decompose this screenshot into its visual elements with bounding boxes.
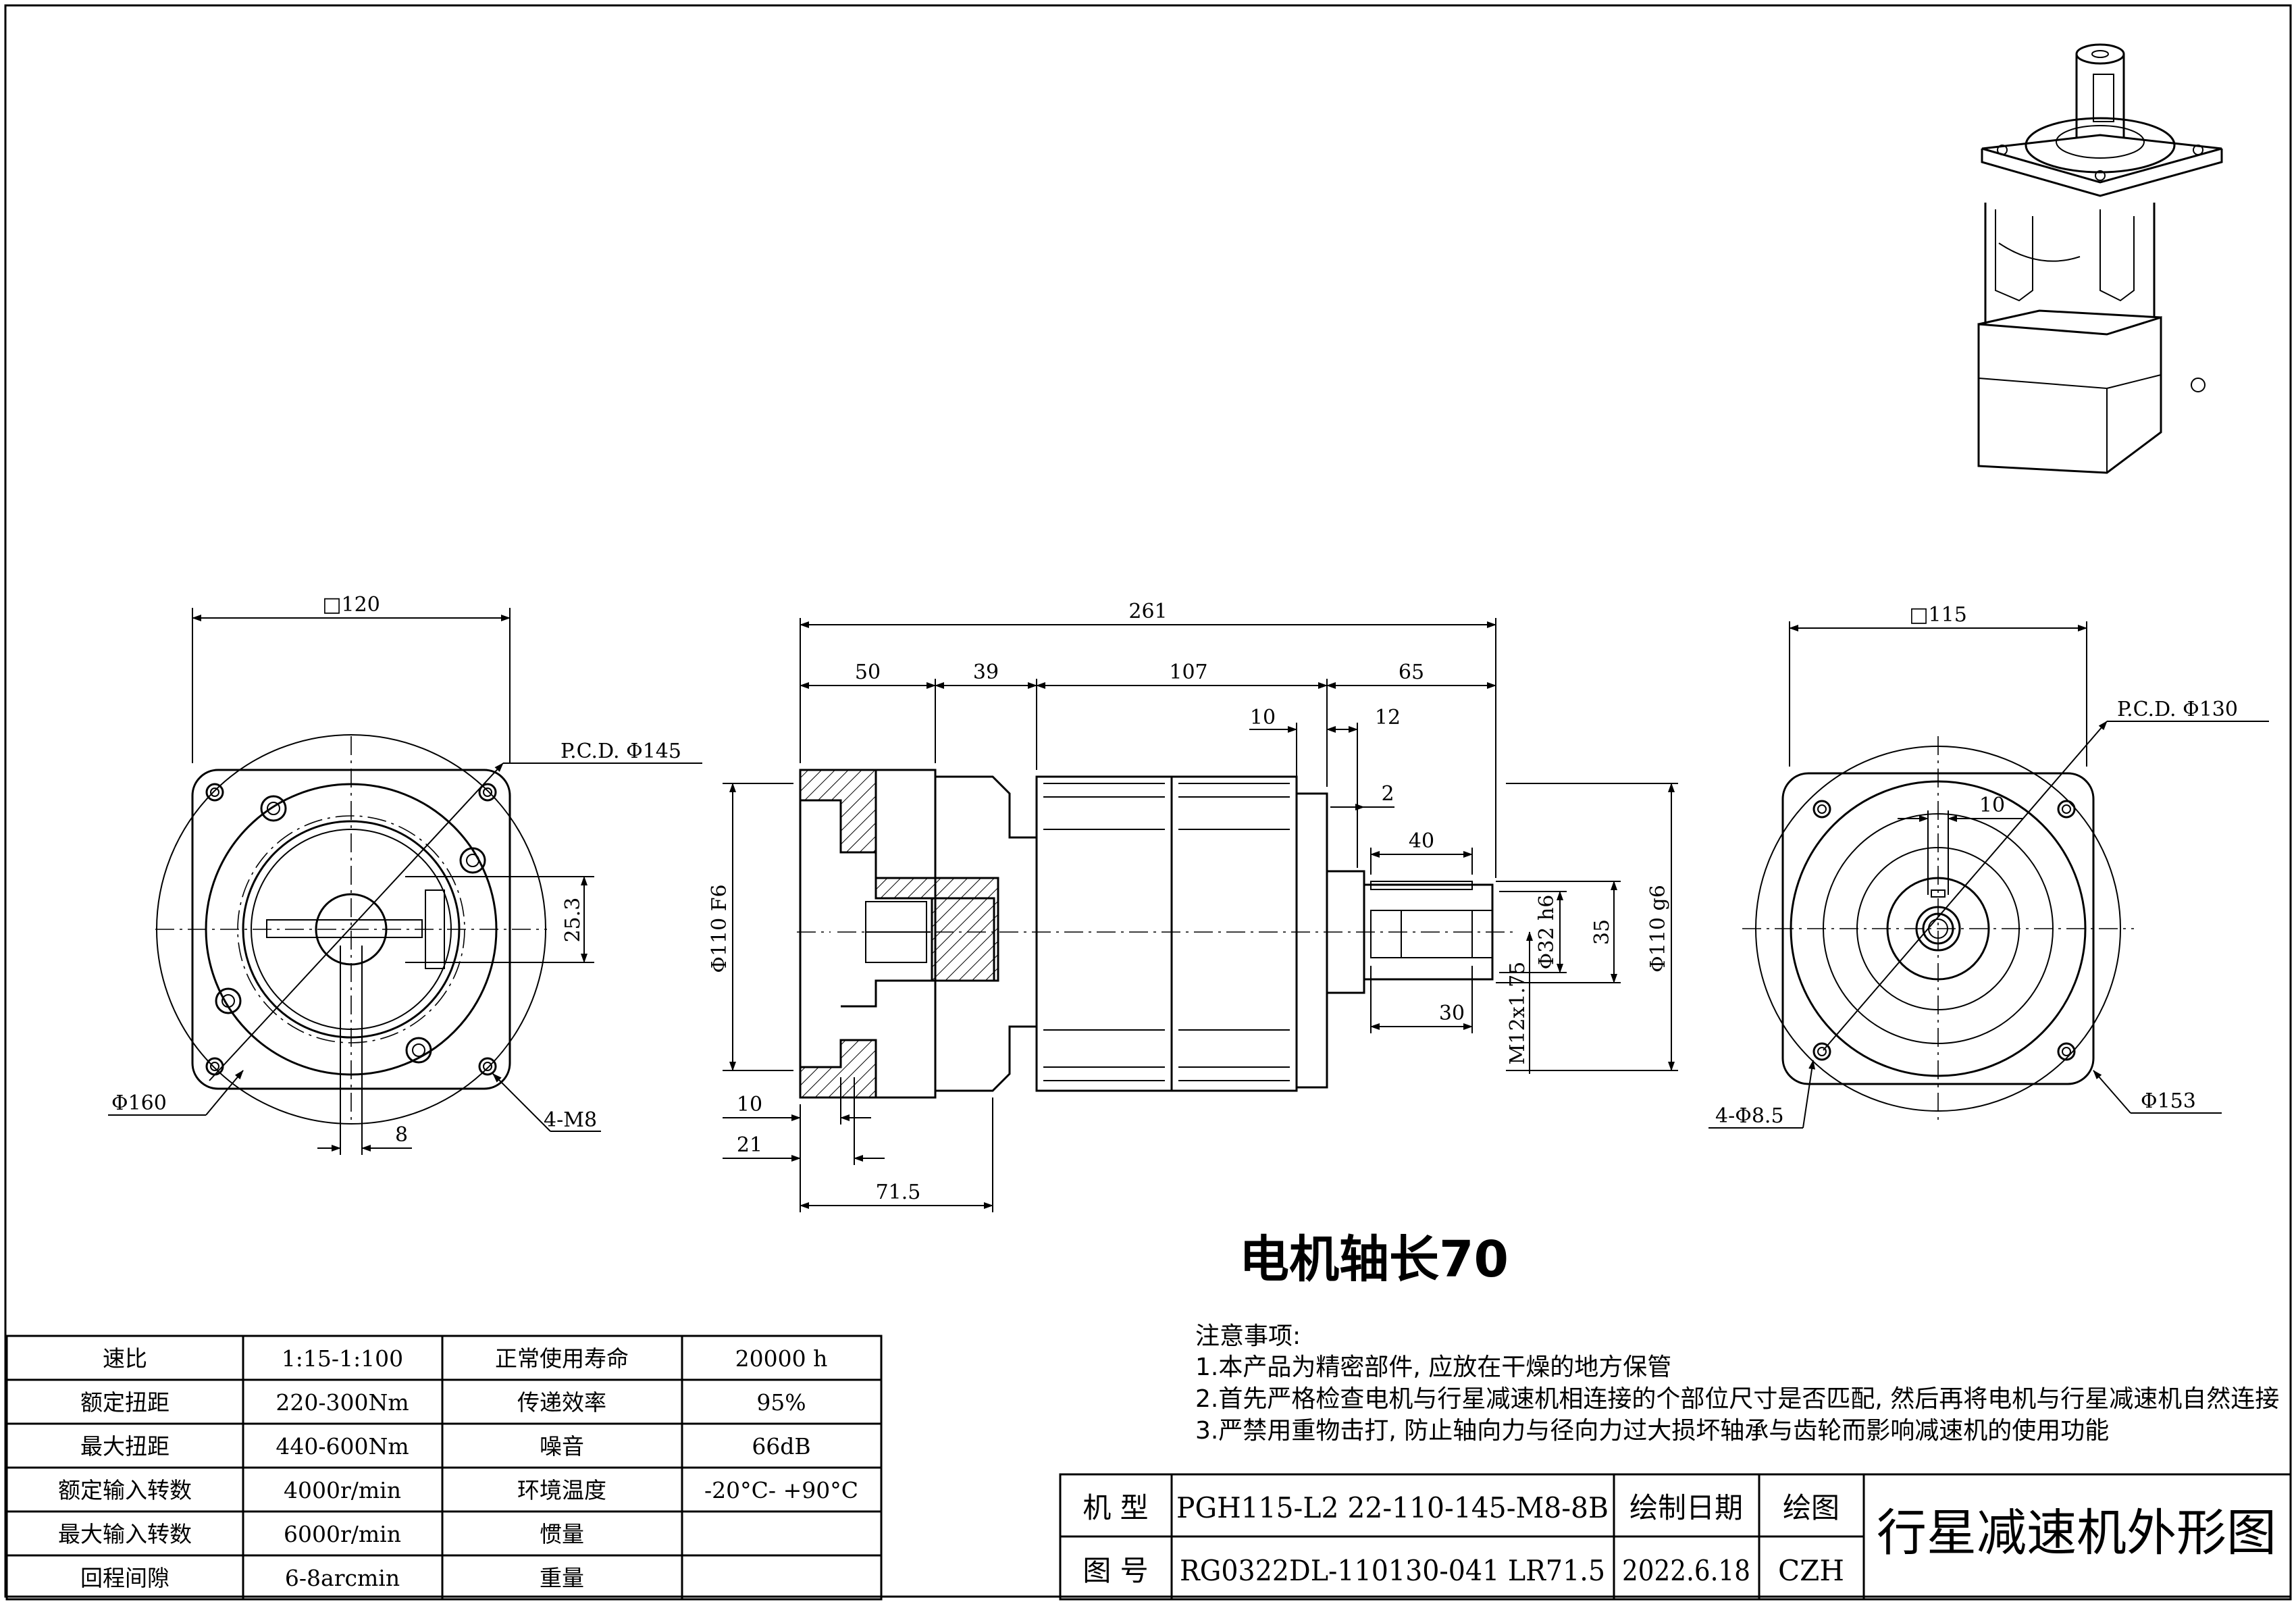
dim-pcd130: P.C.D. Φ130 (2117, 698, 2238, 721)
sheet-border (4, 4, 2292, 1598)
output-flange-view: □115 P.C.D. Φ130 10 4-Φ8.5 Φ153 (1708, 603, 2269, 1129)
spec-cells: 速比 1:15-1:100 正常使用寿命 20000 h 额定扭距 220-300Nm 传递… (58, 1345, 858, 1591)
spec-value-r2: 95% (756, 1389, 806, 1416)
dim-phi153: Φ153 (2141, 1089, 2196, 1113)
dim-30: 30 (1439, 1002, 1465, 1025)
dim-50: 50 (855, 661, 881, 684)
isometric-view (1977, 43, 2223, 474)
spec-param-r2: 额定扭距 (80, 1389, 169, 1416)
motor-shaft-caption: 电机轴长70 (1239, 1231, 1509, 1289)
spec-value-r5: 6000r/min (284, 1521, 401, 1547)
spec-param-r3: 最大扭距 (80, 1433, 169, 1459)
spec-value-r1: 1:15-1:100 (282, 1345, 403, 1372)
spec-param-r6: 重量 (540, 1565, 584, 1591)
spec-param-r5: 最大输入转数 (58, 1521, 192, 1547)
dim-21: 21 (737, 1133, 762, 1157)
dim-pcd145: P.C.D. Φ145 (560, 740, 681, 763)
dim-39: 39 (973, 661, 999, 684)
dim-25-3: 25.3 (561, 898, 585, 943)
dim-phi160: Φ160 (111, 1091, 167, 1115)
notes-block: 注意事项: 1.本产品为精密部件, 应放在干燥的地方保管 2.首先严格检查电机与… (1195, 1322, 2279, 1445)
drawno-value: RG0322DL-110130-041 LR71.5 (1180, 1554, 1605, 1587)
spec-param-r6: 回程间隙 (80, 1565, 169, 1591)
input-flange-view: □120 P.C.D. Φ145 25.3 Φ160 8 4-M8 (108, 593, 702, 1155)
dim-40: 40 (1409, 829, 1434, 853)
spec-value-r6: 6-8arcmin (285, 1565, 400, 1591)
dim-107: 107 (1169, 661, 1207, 684)
spec-param-r4: 额定输入转数 (58, 1477, 192, 1503)
spec-param-r3: 噪音 (540, 1433, 584, 1459)
dim-sq120: □120 (322, 593, 380, 617)
spec-value-r1: 20000 h (735, 1345, 828, 1372)
dim-10c: 10 (1979, 794, 2005, 817)
date-label: 绘制日期 (1629, 1491, 1743, 1524)
dim-4m8: 4-M8 (544, 1108, 597, 1132)
notes-line-2: 2.首先严格检查电机与行星减速机相连接的个部位尺寸是否匹配, 然后再将电机与行星… (1195, 1385, 2279, 1413)
title-block: 机 型 PGH115-L2 22-110-145-M8-8B 绘制日期 绘图 图… (1059, 1473, 2292, 1601)
date-value: 2022.6.18 (1622, 1554, 1750, 1587)
dim-110f6: Φ110 F6 (708, 884, 731, 973)
side-section-view: 261 50 39 107 65 10 12 2 40 30 Φ32 h6 (708, 600, 1678, 1212)
dim-110g6: Φ110 g6 (1646, 885, 1670, 973)
dim-10b: 10 (737, 1093, 762, 1116)
drawing-title: 行星减速机外形图 (1877, 1504, 2276, 1562)
drawno-label: 图 号 (1082, 1554, 1148, 1587)
spec-param-r4: 环境温度 (517, 1477, 606, 1503)
dim-12: 12 (1375, 706, 1401, 729)
spec-value-r2: 220-300Nm (276, 1389, 409, 1416)
model-value: PGH115-L2 22-110-145-M8-8B (1176, 1491, 1609, 1524)
notes-title: 注意事项: (1195, 1322, 1301, 1350)
spec-value-r4: 4000r/min (284, 1477, 401, 1503)
drawer-label: 绘图 (1783, 1491, 1840, 1524)
dim-2: 2 (1381, 782, 1394, 806)
notes-line-1: 1.本产品为精密部件, 应放在干燥的地方保管 (1195, 1353, 1671, 1381)
spec-param-r1: 正常使用寿命 (495, 1345, 629, 1372)
model-label: 机 型 (1082, 1491, 1148, 1524)
dim-10a: 10 (1250, 706, 1276, 729)
spec-value-r3: 66dB (752, 1433, 810, 1459)
dim-m12: M12x1.75 (1506, 962, 1530, 1065)
drawer-value: CZH (1778, 1554, 1844, 1587)
notes-line-3: 3.严禁用重物击打, 防止轴向力与径向力过大损坏轴承与齿轮而影响减速机的使用功能 (1195, 1417, 2109, 1445)
dim-32h6: Φ32 h6 (1535, 895, 1559, 970)
dim-65: 65 (1399, 661, 1424, 684)
dim-8: 8 (395, 1123, 408, 1147)
dim-35: 35 (1590, 919, 1614, 945)
dim-71-5: 71.5 (876, 1181, 921, 1204)
spec-table (5, 1335, 883, 1601)
spec-value-r3: 440-600Nm (276, 1433, 409, 1459)
spec-param-r5: 惯量 (540, 1521, 584, 1547)
dim-sq115: □115 (1909, 603, 1967, 627)
spec-param-r1: 速比 (103, 1345, 147, 1372)
dim-4-8-5: 4-Φ8.5 (1715, 1104, 1784, 1128)
spec-value-r4: -20°C- +90°C (704, 1477, 858, 1503)
spec-param-r2: 传递效率 (517, 1389, 606, 1416)
dim-261: 261 (1128, 600, 1167, 623)
